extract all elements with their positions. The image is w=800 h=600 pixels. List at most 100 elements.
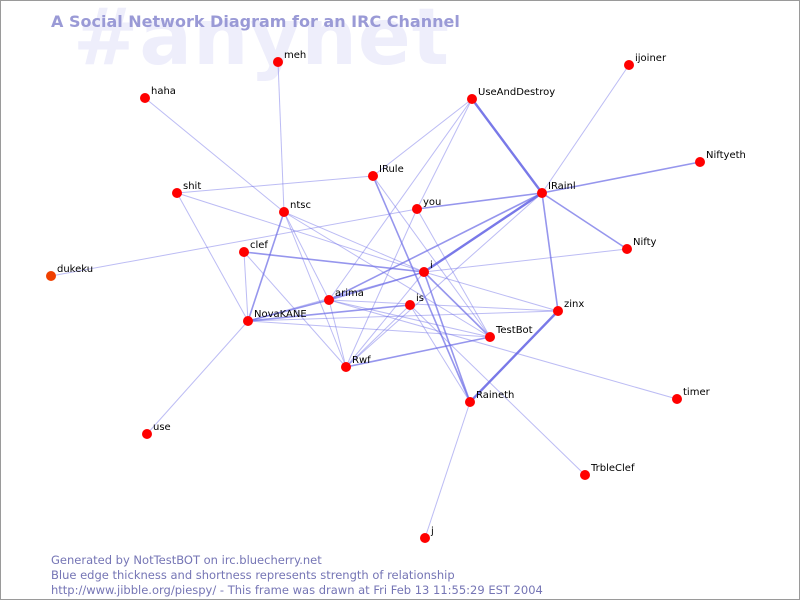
node-marker-NovaKANE[interactable] [243,316,253,326]
node-haha[interactable]: haha [140,86,176,103]
channel-watermark: #anynet [73,0,451,83]
node-marker-ijoiner[interactable] [624,60,634,70]
node-UseAndDestroy[interactable]: UseAndDestroy [467,87,555,104]
node-marker-Nifty[interactable] [622,244,632,254]
node-shit[interactable]: shit [172,181,201,198]
node-IRule[interactable]: IRule [368,164,404,181]
edge-zinx-NovaKANE [247,310,559,322]
node-label-use: use [153,422,171,433]
node-marker-zinx[interactable] [553,306,563,316]
edge-you-TestBot [416,208,491,338]
edge-IRainl-Rwf [345,192,543,368]
edge-i-TestBot [423,271,491,338]
node-label-Raineth: Raineth [476,390,514,401]
node-timer[interactable]: timer [672,387,711,404]
node-meh[interactable]: meh [273,50,306,67]
node-i[interactable]: i [419,260,433,277]
node-label-Niftyeth: Niftyeth [706,150,746,161]
node-zinx[interactable]: zinx [553,299,584,316]
node-marker-TrbleClef[interactable] [580,470,590,480]
node-Nifty[interactable]: Nifty [622,237,657,254]
node-j[interactable]: j [420,526,434,543]
node-label-TrbleClef: TrbleClef [590,463,635,474]
node-layer: meh haha ijoinerUseAndDestroyNiftyethIRule… [46,50,746,543]
edge-arima-zinx [328,299,559,312]
node-label-clef: clef [250,240,268,251]
edge-is-NovaKANE [247,304,411,322]
node-marker-UseAndDestroy[interactable] [467,94,477,104]
node-marker-Rwf[interactable] [341,362,351,372]
edge-TestBot-Rwf [345,336,491,368]
edge-i-Nifty [423,248,628,273]
node-ntsc[interactable]: ntsc [279,200,311,217]
node-marker-IRule[interactable] [368,171,378,181]
node-marker-TestBot[interactable] [485,332,495,342]
edge-dukeku-you [50,208,418,277]
node-you[interactable]: you [412,197,441,214]
node-label-shit: shit [183,181,201,192]
node-TrbleClef[interactable]: TrbleClef [580,463,635,480]
node-TestBot[interactable]: TestBot [485,325,533,342]
node-Niftyeth[interactable]: Niftyeth [695,150,746,167]
edge-haha-ntsc [144,97,285,213]
edge-ntsc-TestBot [283,211,491,338]
node-label-is: is [416,293,424,304]
edge-clef-i [243,251,425,273]
footer-credits: Generated by NotTestBOT on irc.bluecherr… [51,553,543,598]
node-label-dukeku: dukeku [57,264,93,275]
node-is[interactable]: is [405,293,424,310]
node-marker-dukeku[interactable] [46,271,56,281]
node-Raineth[interactable]: Raineth [465,390,514,407]
edge-ijoiner-IRainl [541,64,630,194]
edge-IRainl-Nifty [541,192,628,250]
node-Rwf[interactable]: Rwf [341,355,371,372]
node-label-timer: timer [683,387,711,398]
node-label-zinx: zinx [564,299,584,310]
edge-TestBot-NovaKANE [247,320,491,338]
edge-UseAndDestroy-IRainl [471,98,543,194]
node-label-arima: arima [335,288,364,299]
node-dukeku[interactable]: dukeku [46,264,93,281]
edge-is-Raineth [409,304,471,403]
edge-is-Rwf [345,304,411,368]
node-marker-haha[interactable] [140,93,150,103]
node-arima[interactable]: arima [324,288,364,305]
edge-UseAndDestroy-IRule [372,98,473,177]
node-marker-Raineth[interactable] [465,397,475,407]
node-marker-timer[interactable] [672,394,682,404]
node-label-ntsc: ntsc [290,200,311,211]
node-label-you: you [423,197,441,208]
edge-arima-TestBot [328,299,491,338]
edge-ntsc-Rwf [283,211,347,368]
node-marker-shit[interactable] [172,188,182,198]
node-marker-meh[interactable] [273,57,283,67]
edge-shit-i [176,192,425,273]
edge-arima-NovaKANE [247,299,330,322]
node-marker-use[interactable] [142,429,152,439]
node-label-Rwf: Rwf [352,355,371,366]
node-marker-IRainl[interactable] [537,188,547,198]
node-marker-is[interactable] [405,300,415,310]
node-marker-i[interactable] [419,267,429,277]
node-label-haha: haha [151,86,176,97]
node-use[interactable]: use [142,422,171,439]
footer-line-legend: Blue edge thickness and shortness repres… [51,568,455,582]
node-marker-clef[interactable] [239,247,249,257]
node-marker-j[interactable] [420,533,430,543]
edge-IRainl-arima [328,192,543,301]
edge-zinx-Raineth [469,310,559,403]
node-ijoiner[interactable]: ijoiner [624,53,667,70]
edge-ntsc-i [283,211,425,273]
node-marker-ntsc[interactable] [279,207,289,217]
node-marker-Niftyeth[interactable] [695,157,705,167]
node-marker-you[interactable] [412,204,422,214]
node-marker-arima[interactable] [324,295,334,305]
edge-IRule-TestBot [372,175,491,338]
edge-shit-IRule [176,175,374,194]
edge-UseAndDestroy-you [416,98,473,210]
node-IRainl[interactable]: IRainl [537,181,576,198]
node-NovaKANE[interactable]: NovaKANE [243,309,307,326]
node-clef[interactable]: clef [239,240,268,257]
